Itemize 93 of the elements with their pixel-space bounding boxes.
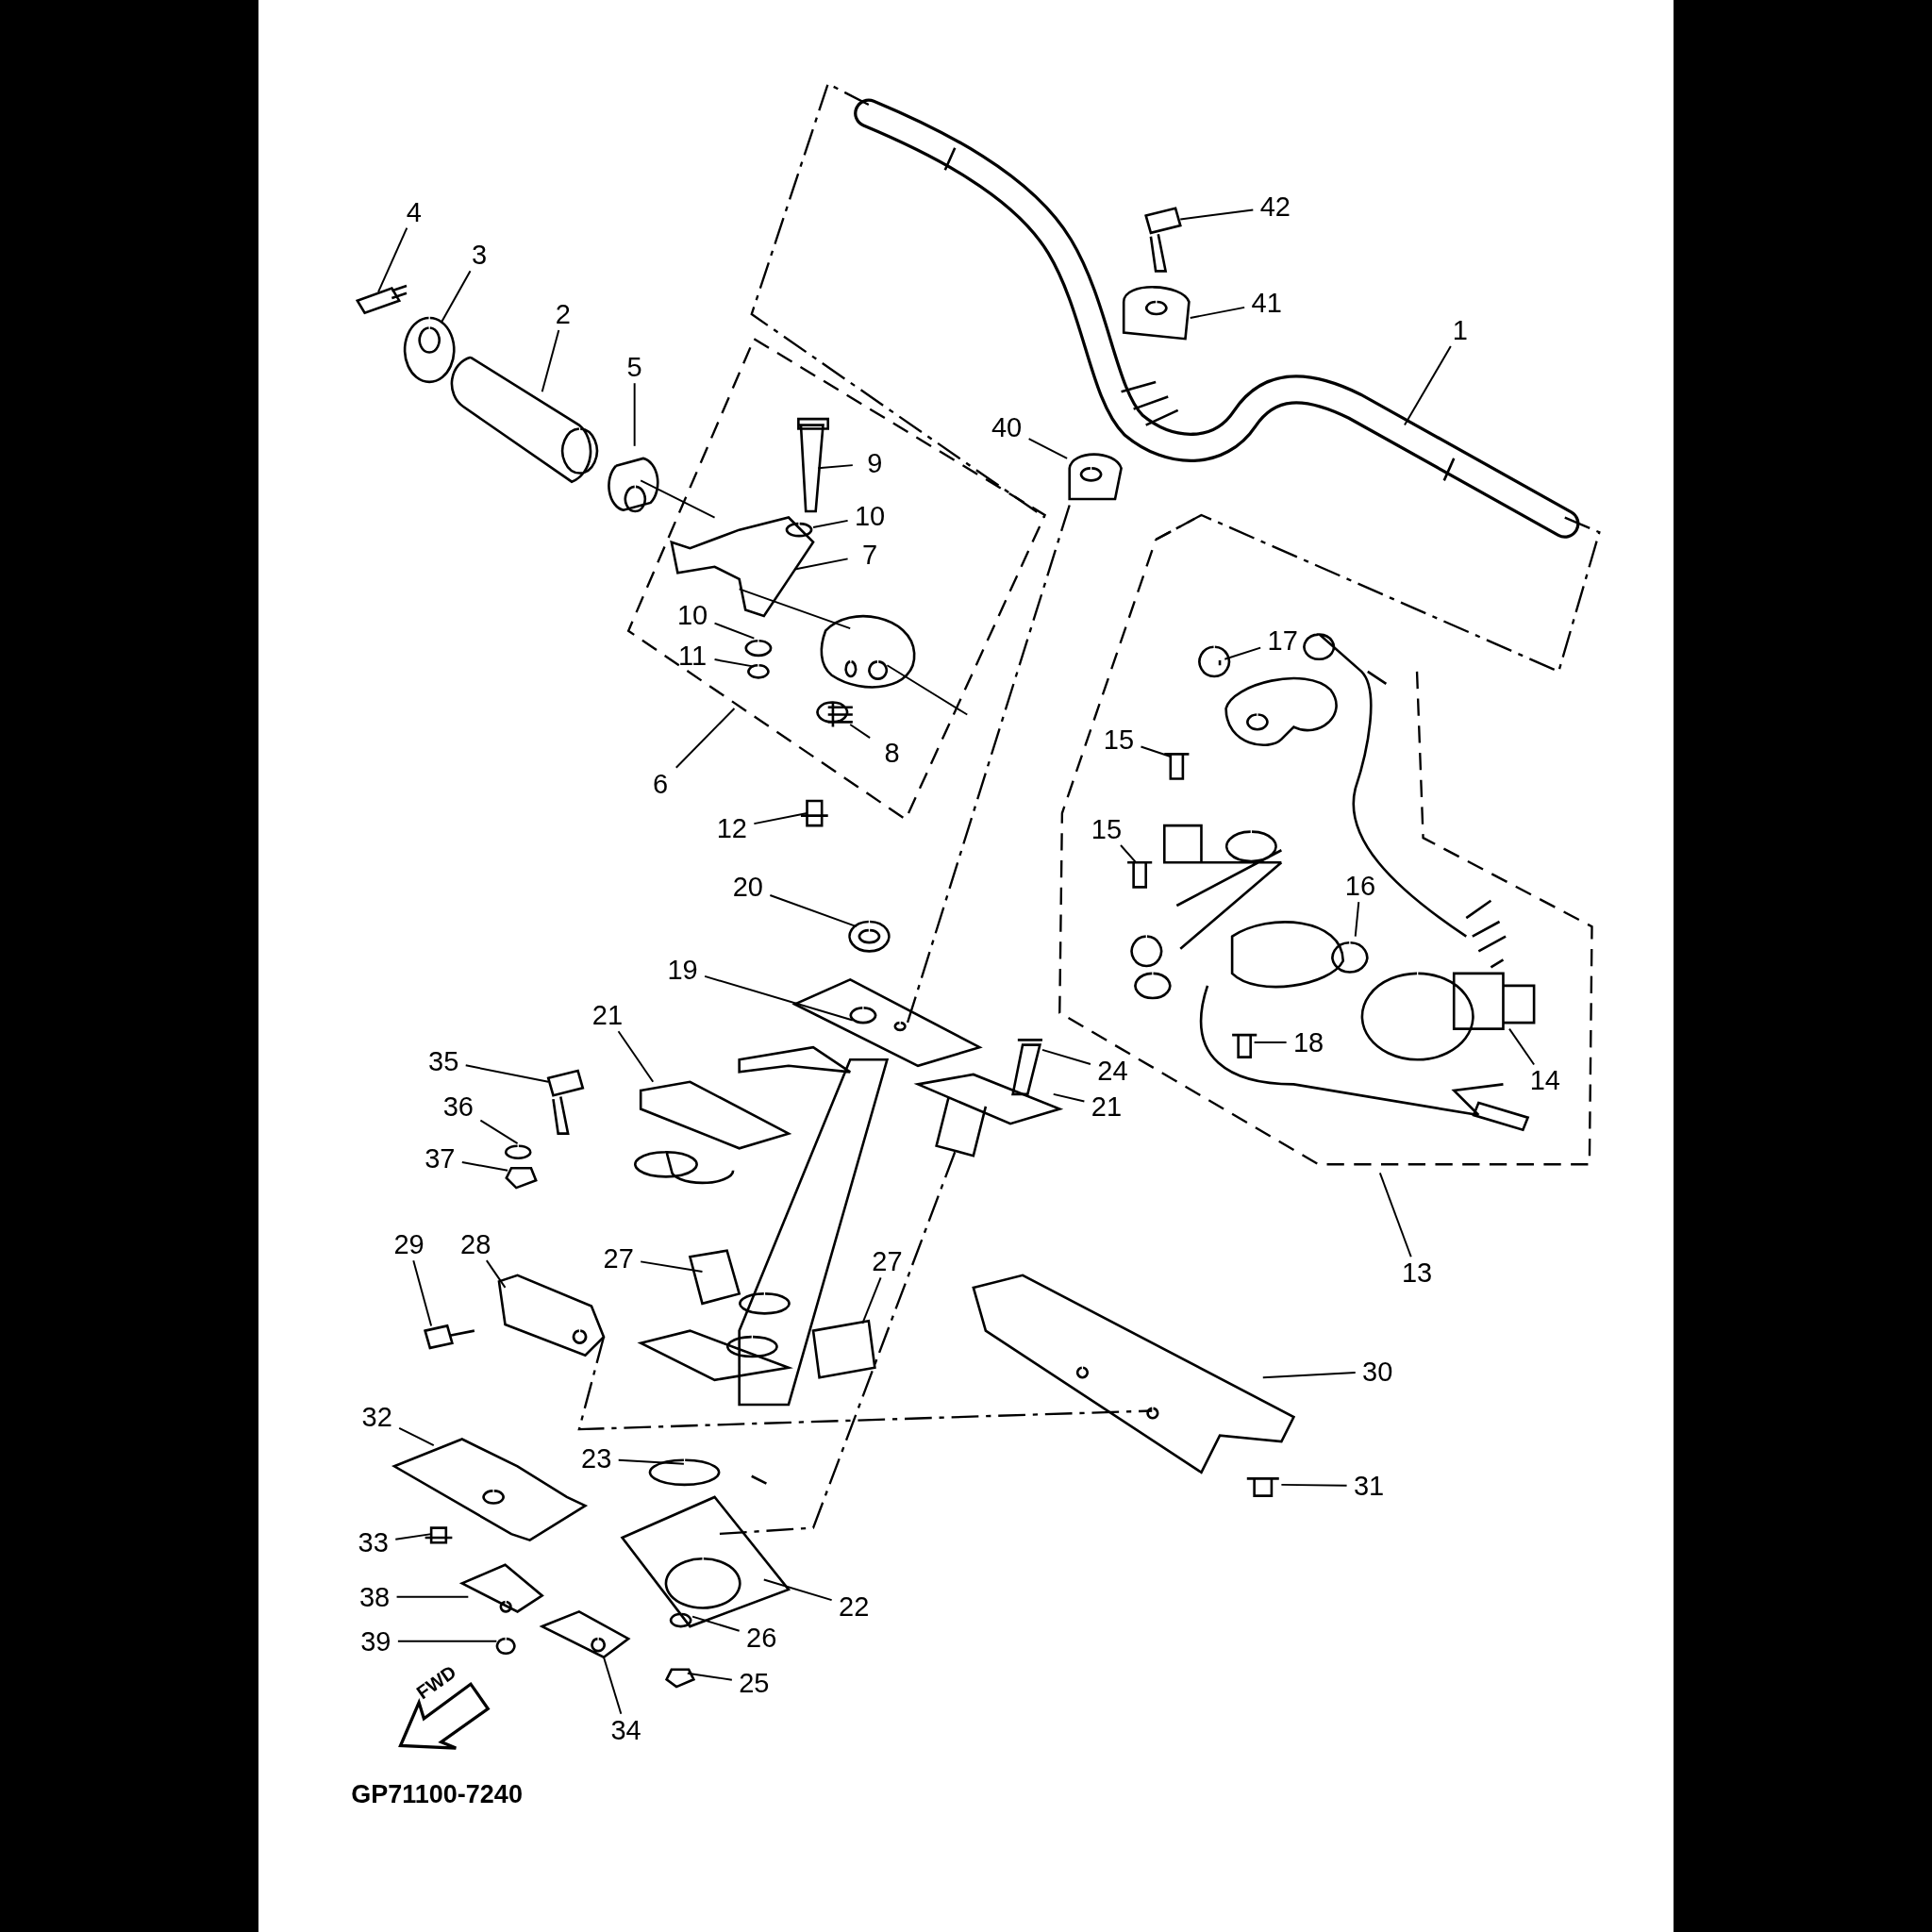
leader-line xyxy=(769,894,858,928)
callout-number: 36 xyxy=(436,1090,481,1123)
leader-line xyxy=(704,974,854,1022)
callout-number: 16 xyxy=(1338,870,1383,903)
figure-code: GP71100-7240 xyxy=(351,1780,523,1810)
callout-number: 20 xyxy=(725,871,771,904)
leader-line xyxy=(1027,438,1069,459)
callout-number: 38 xyxy=(352,1580,397,1613)
leader-line xyxy=(464,1064,550,1083)
callout-number: 4 xyxy=(391,195,437,228)
leader-line xyxy=(1378,1172,1412,1258)
leader-line xyxy=(412,1259,433,1327)
leader-line xyxy=(1120,844,1138,864)
callout-number: 33 xyxy=(351,1526,396,1559)
leader-line xyxy=(861,1276,882,1324)
leader-line xyxy=(541,329,560,393)
callout-number: 13 xyxy=(1394,1257,1440,1290)
leader-line xyxy=(1189,306,1246,319)
leader-line xyxy=(1280,1483,1348,1487)
callout-number: 28 xyxy=(453,1228,498,1261)
callout-number: 1 xyxy=(1438,314,1483,347)
leader-line xyxy=(633,382,636,447)
callout-number: 32 xyxy=(355,1401,400,1434)
leader-line xyxy=(485,1259,507,1289)
callout-number: 19 xyxy=(660,953,706,986)
callout-number: 6 xyxy=(638,767,683,800)
leader-line xyxy=(640,1260,704,1273)
callout-number: 21 xyxy=(585,999,630,1032)
callout-number: 8 xyxy=(870,737,915,770)
callout-number: 17 xyxy=(1260,625,1306,658)
leader-line xyxy=(394,1533,433,1541)
callout-number: 26 xyxy=(739,1621,784,1654)
leader-line xyxy=(849,724,872,740)
callout-number: 11 xyxy=(670,639,715,672)
callout-number: 42 xyxy=(1253,191,1298,224)
callout-number: 25 xyxy=(731,1667,776,1700)
callout-number: 29 xyxy=(387,1228,432,1261)
leader-line xyxy=(753,812,808,825)
leader-line xyxy=(377,226,408,293)
leader-line xyxy=(713,658,756,668)
leader-line xyxy=(460,1161,509,1172)
callout-number: 21 xyxy=(1084,1090,1129,1123)
leader-line xyxy=(440,270,472,325)
callout-number: 10 xyxy=(847,500,892,533)
leader-line xyxy=(1261,1372,1357,1379)
leader-line xyxy=(686,1672,733,1681)
callout-number: 7 xyxy=(847,538,892,571)
callout-number: 9 xyxy=(852,447,897,480)
leader-line xyxy=(398,1426,435,1447)
callout-number: 2 xyxy=(541,298,586,331)
leader-line xyxy=(817,464,854,470)
leader-line xyxy=(396,1640,498,1642)
leader-line xyxy=(617,1030,655,1083)
leader-line xyxy=(1354,901,1360,938)
callout-number: 39 xyxy=(353,1624,398,1657)
leader-line xyxy=(1253,1041,1288,1043)
callout-number: 27 xyxy=(864,1245,909,1278)
leader-line xyxy=(1224,646,1262,660)
leader-line xyxy=(1140,745,1172,758)
callout-number: 24 xyxy=(1090,1055,1135,1088)
leader-line xyxy=(479,1119,519,1145)
callout-number: 27 xyxy=(596,1241,641,1274)
callout-number: 41 xyxy=(1244,287,1290,320)
callout-number: 22 xyxy=(831,1591,876,1624)
callout-number: 23 xyxy=(574,1442,619,1475)
callout-number: 18 xyxy=(1286,1026,1331,1058)
callout-number: 34 xyxy=(604,1713,648,1746)
callout-number: 31 xyxy=(1346,1470,1391,1503)
leader-line xyxy=(1179,208,1255,221)
callout-number: 40 xyxy=(984,411,1029,444)
leader-line xyxy=(713,622,756,640)
callout-number: 3 xyxy=(457,239,502,272)
callout-number: 37 xyxy=(417,1141,462,1174)
leader-line xyxy=(603,1656,623,1715)
leader-line xyxy=(1041,1048,1091,1065)
leader-line xyxy=(675,708,736,769)
callout-number: 14 xyxy=(1523,1064,1568,1097)
callout-number: 15 xyxy=(1096,723,1141,756)
leader-line xyxy=(1052,1092,1086,1103)
leader-line xyxy=(617,1458,685,1465)
leader-line xyxy=(812,519,849,528)
leader-line xyxy=(1508,1027,1536,1066)
callout-number: 30 xyxy=(1355,1355,1400,1388)
callout-number: 15 xyxy=(1084,813,1129,846)
callout-number: 12 xyxy=(709,811,755,844)
leader-line xyxy=(691,1615,741,1632)
callout-number: 5 xyxy=(612,351,658,384)
callout-number: 35 xyxy=(421,1044,466,1077)
leader-line xyxy=(762,1578,833,1602)
leader-line xyxy=(1404,345,1452,426)
callout-number: 10 xyxy=(670,598,715,631)
leader-line xyxy=(793,558,849,571)
leader-line xyxy=(395,1595,470,1598)
